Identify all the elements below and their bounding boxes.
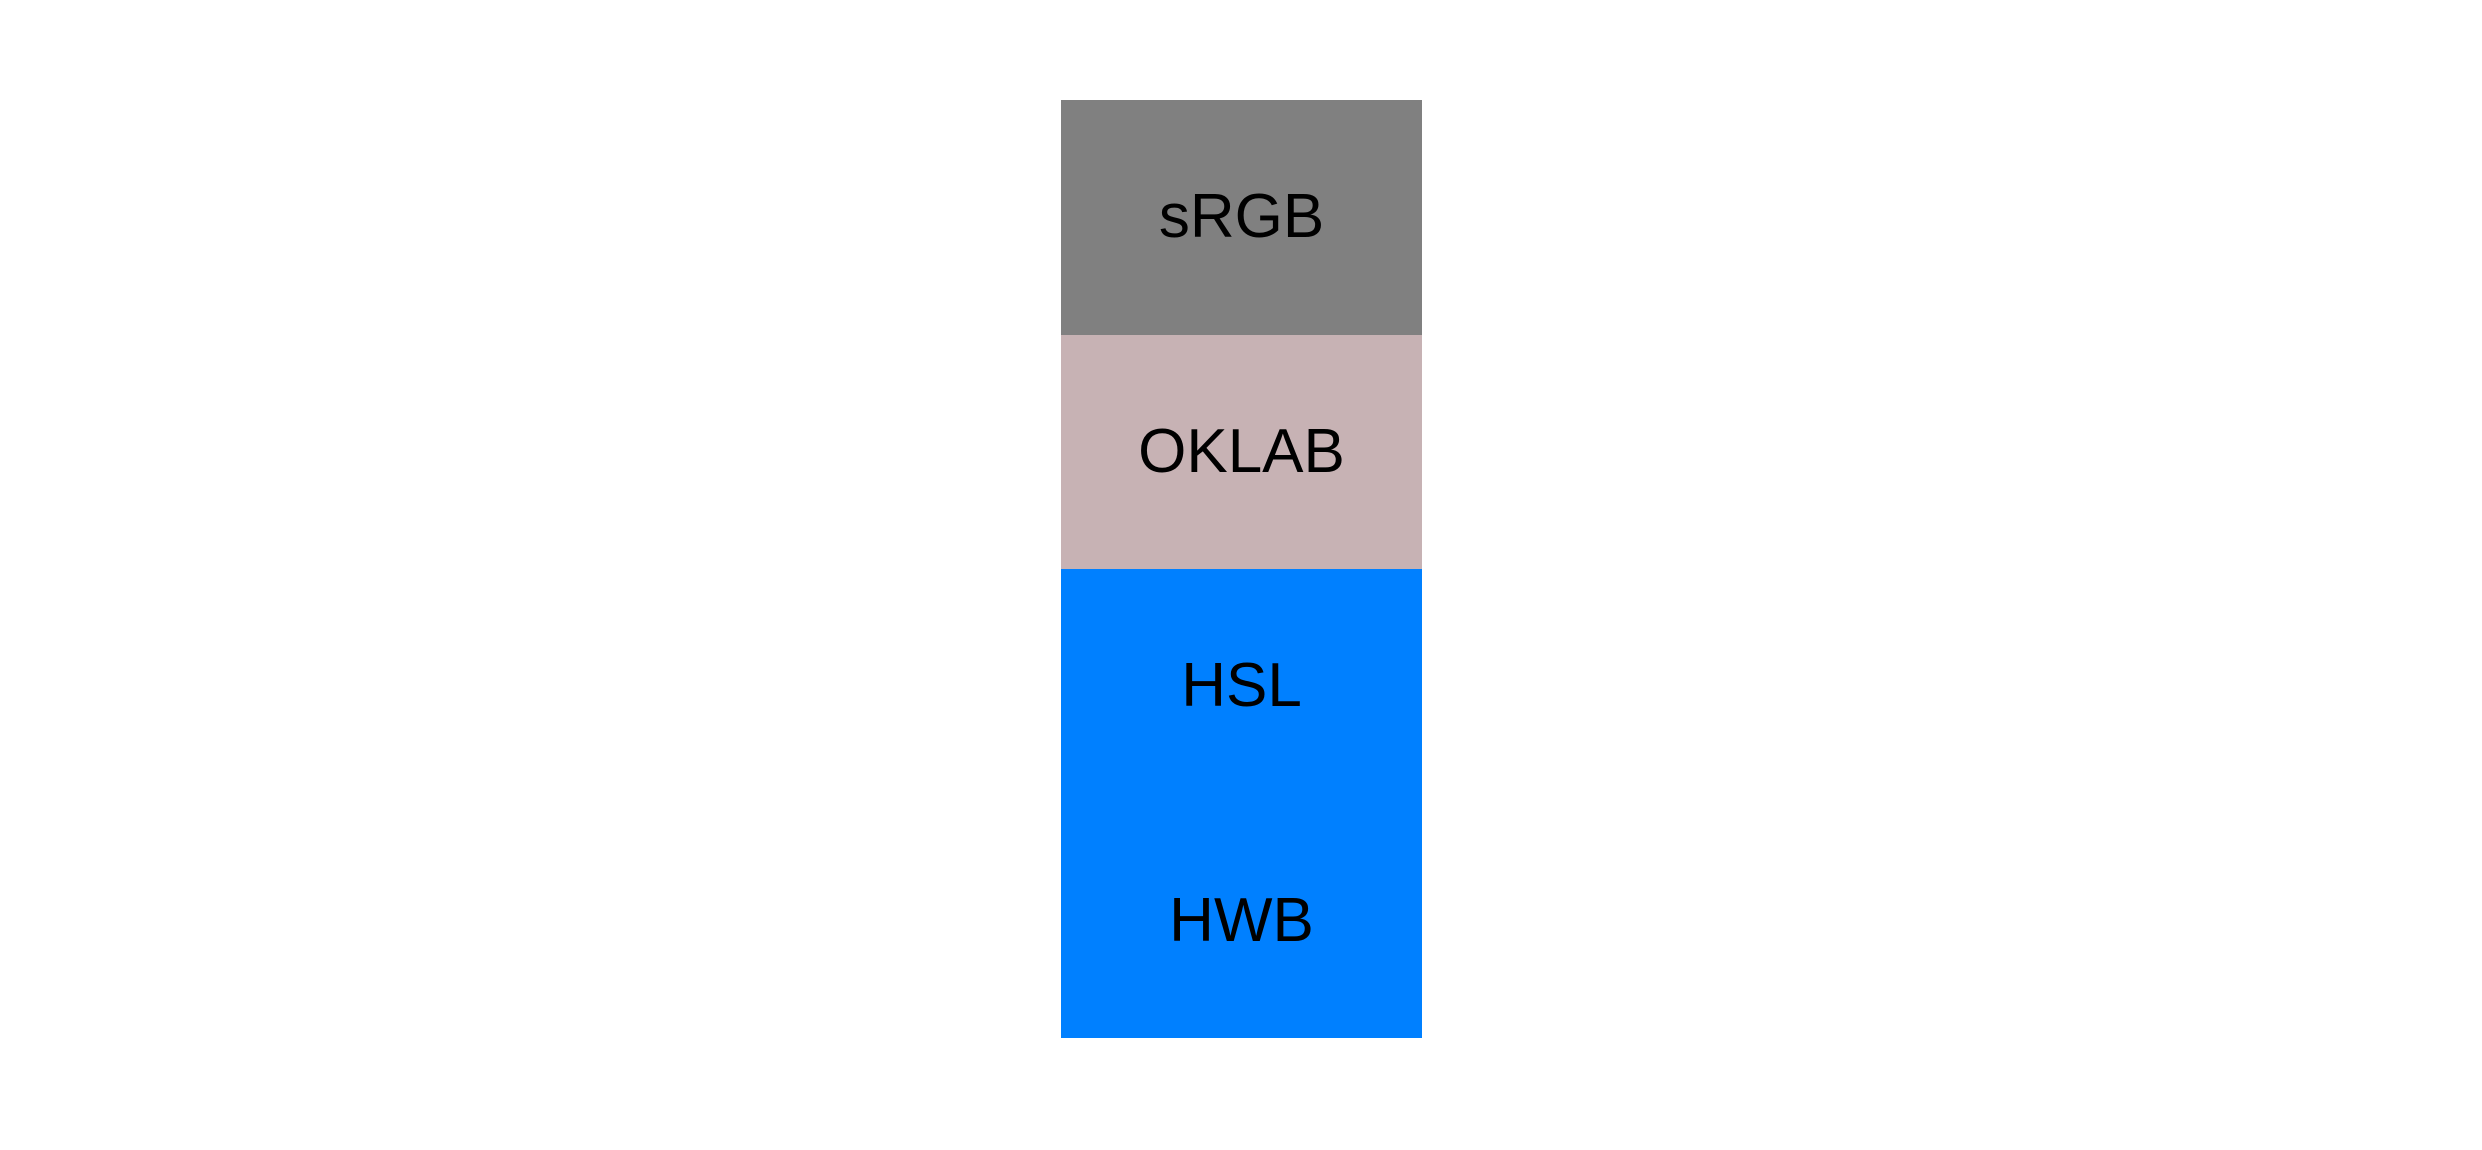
swatch-hsl: HSL [1061,569,1422,804]
swatch-hwb: HWB [1061,803,1422,1038]
swatch-label-hsl: HSL [1181,651,1302,721]
swatch-srgb: sRGB [1061,100,1422,335]
swatch-oklab: OKLAB [1061,334,1422,569]
swatch-label-srgb: sRGB [1158,182,1325,252]
swatch-label-oklab: OKLAB [1138,416,1345,486]
color-space-swatch-stack: sRGB OKLAB HSL HWB [1061,100,1422,1038]
swatch-label-hwb: HWB [1169,885,1314,955]
